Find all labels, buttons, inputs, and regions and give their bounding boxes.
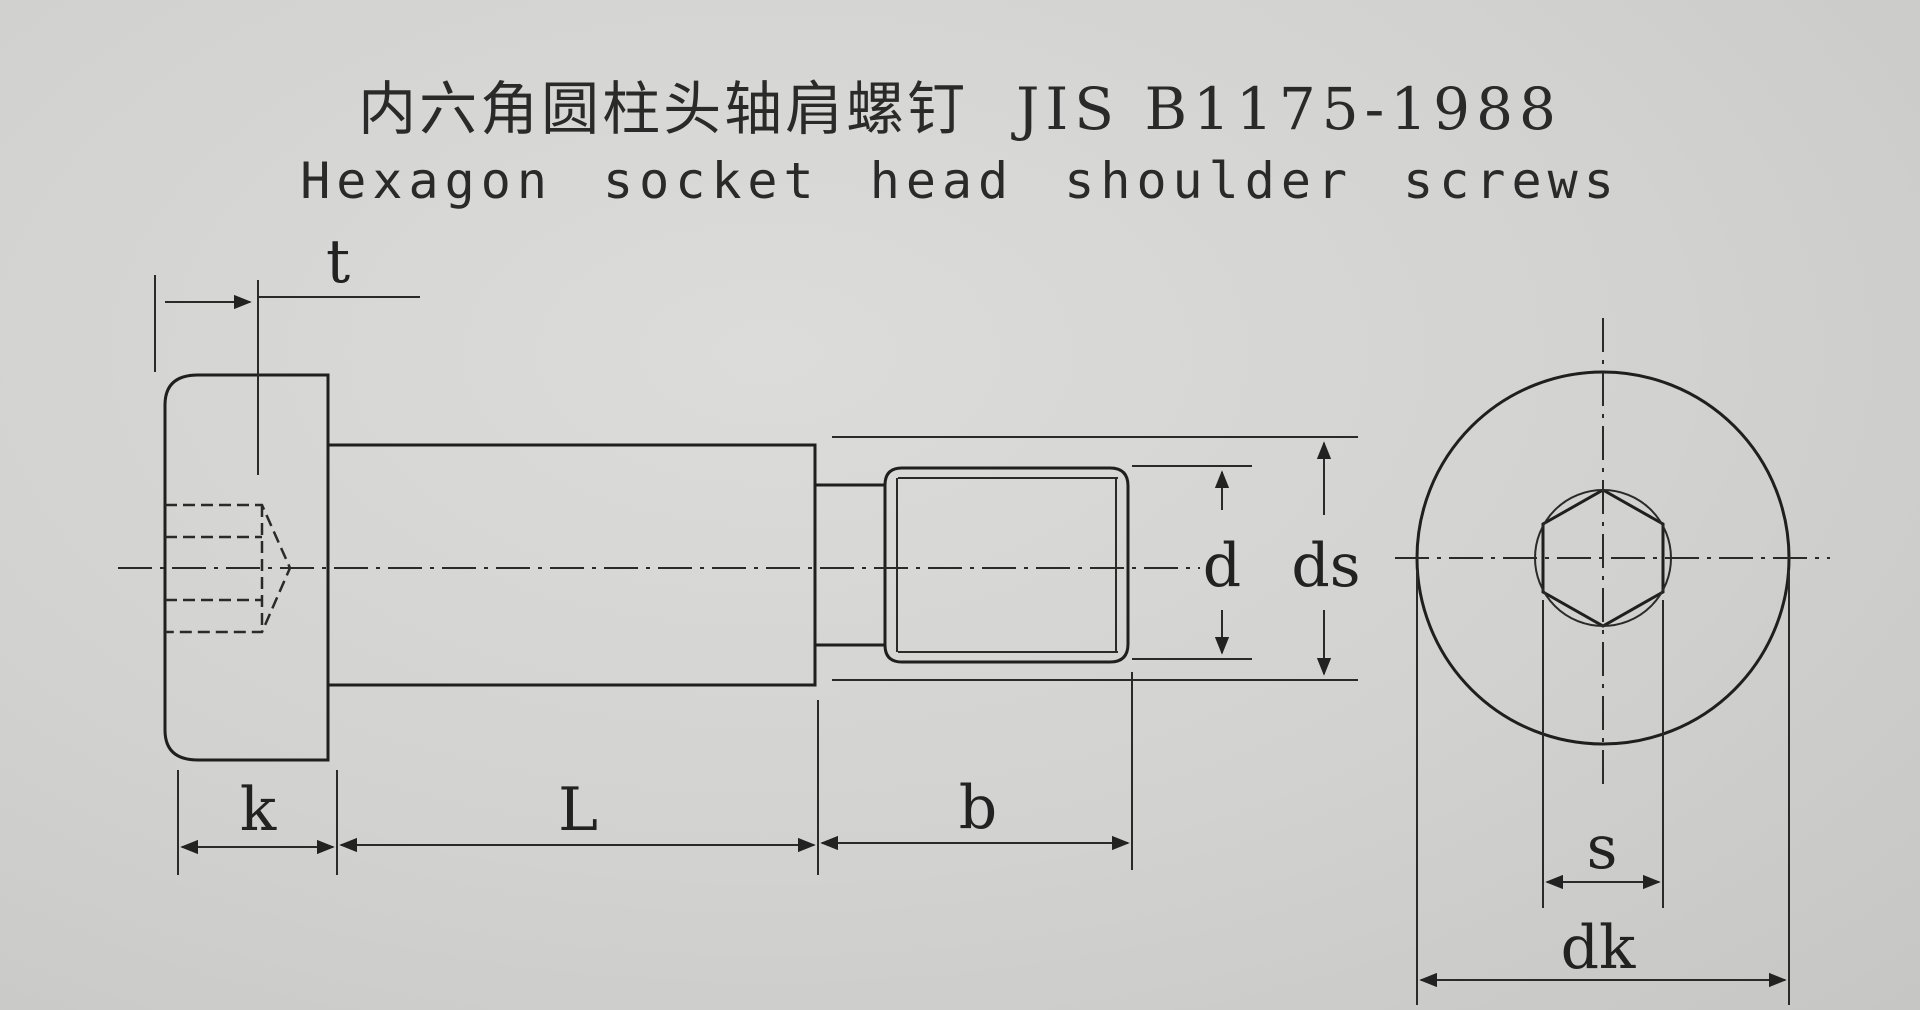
shoulder-outline (328, 443, 817, 687)
dim-label-t: t (326, 227, 350, 297)
screw-end-view (1395, 318, 1830, 790)
thread-outline (883, 466, 1130, 664)
dim-label-s: s (1587, 813, 1618, 883)
title-chinese-line: 内六角圆柱头轴肩螺钉 JIS B1175-1988 (0, 62, 1920, 146)
title-english: Hexagon socket head shoulder screws (300, 152, 1620, 210)
screw-head-outline (163, 373, 330, 762)
dimensions-side-view: t k L b d ds (154, 227, 1361, 875)
dimensions-end-view: s dk (1416, 570, 1790, 1005)
neck-outline (815, 483, 887, 647)
dim-label-b: b (959, 773, 997, 843)
dim-label-dk: dk (1561, 913, 1636, 983)
dim-label-ds: ds (1291, 531, 1360, 601)
dim-label-L: L (558, 775, 598, 845)
dim-label-d: d (1203, 531, 1241, 601)
title-standard: JIS B1175-1988 (1016, 75, 1562, 143)
title-chinese: 内六角圆柱头轴肩螺钉 (358, 75, 969, 143)
dim-label-k: k (240, 775, 277, 845)
screw-side-view (118, 373, 1200, 762)
